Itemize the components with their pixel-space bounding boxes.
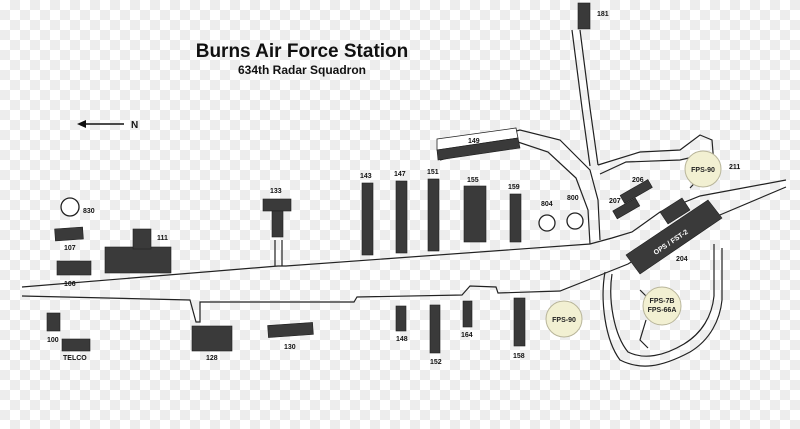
building-130-label: 130 bbox=[284, 344, 296, 351]
radar-fps90-south bbox=[545, 300, 583, 338]
radar-fps66a-label: FPS-66A bbox=[648, 307, 677, 314]
spur-road-133 bbox=[274, 240, 283, 266]
building-telco bbox=[61, 338, 91, 352]
north-arrow-icon: N bbox=[77, 120, 138, 131]
building-800-label: 800 bbox=[567, 195, 579, 202]
building-100-label: 100 bbox=[47, 337, 59, 344]
north-label: N bbox=[131, 120, 138, 131]
building-159-label: 159 bbox=[508, 184, 520, 191]
building-149-label: 149 bbox=[468, 138, 480, 145]
building-155 bbox=[463, 185, 487, 243]
building-128-label: 128 bbox=[206, 355, 218, 362]
building-100 bbox=[46, 312, 61, 332]
building-152-label: 152 bbox=[430, 359, 442, 366]
building-211-label: 211 bbox=[729, 164, 740, 171]
map-title: Burns Air Force Station bbox=[196, 41, 409, 62]
radar-fps7b-fps66a bbox=[642, 286, 682, 326]
building-206 bbox=[619, 179, 653, 204]
building-147-label: 147 bbox=[394, 171, 406, 178]
building-207-label: 207 bbox=[609, 198, 621, 205]
radar-fps90-north-label: FPS-90 bbox=[691, 167, 715, 174]
building-151-label: 151 bbox=[427, 169, 439, 176]
building-133 bbox=[262, 198, 292, 238]
building-204-label: 204 bbox=[676, 256, 688, 263]
building-147 bbox=[395, 180, 408, 254]
main-road-north-edge bbox=[21, 179, 787, 288]
building-143-label: 143 bbox=[360, 173, 372, 180]
building-128 bbox=[191, 325, 233, 352]
building-107-label: 107 bbox=[64, 245, 76, 252]
building-804 bbox=[538, 214, 556, 232]
building-130 bbox=[267, 322, 314, 338]
building-143 bbox=[361, 182, 374, 256]
building-804-label: 804 bbox=[541, 201, 553, 208]
building-164-label: 164 bbox=[461, 332, 473, 339]
building-800 bbox=[566, 212, 584, 230]
radar-fps90-south-label: FPS-90 bbox=[552, 317, 576, 324]
building-133-label: 133 bbox=[270, 188, 282, 195]
building-149 bbox=[436, 127, 521, 161]
building-107 bbox=[54, 226, 84, 242]
building-159 bbox=[509, 193, 522, 243]
map-subtitle: 634th Radar Squadron bbox=[238, 63, 366, 77]
radar-fps90-north bbox=[684, 150, 722, 188]
building-207 bbox=[612, 197, 641, 220]
building-106-label: 106 bbox=[64, 281, 76, 288]
building-158 bbox=[513, 297, 526, 347]
building-152 bbox=[429, 304, 441, 354]
building-151 bbox=[427, 178, 440, 252]
ops-building: OPS / FST-2 bbox=[625, 197, 723, 275]
building-830-label: 830 bbox=[83, 208, 95, 215]
building-148 bbox=[395, 305, 407, 332]
southeast-loop bbox=[602, 244, 723, 367]
building-111-label: 111 bbox=[157, 235, 168, 242]
building-158-label: 158 bbox=[513, 353, 525, 360]
building-181 bbox=[577, 2, 591, 30]
north-access-road bbox=[571, 29, 599, 167]
building-telco-label: TELCO bbox=[63, 355, 87, 362]
building-111 bbox=[104, 228, 172, 274]
building-181-label: 181 bbox=[597, 11, 609, 18]
building-830 bbox=[60, 197, 80, 217]
building-164 bbox=[462, 300, 473, 328]
building-106 bbox=[56, 260, 92, 276]
building-155-label: 155 bbox=[467, 177, 479, 184]
radar-fps7b-label: FPS-7B bbox=[650, 298, 675, 305]
building-206-label: 206 bbox=[632, 177, 644, 184]
building-148-label: 148 bbox=[396, 336, 408, 343]
